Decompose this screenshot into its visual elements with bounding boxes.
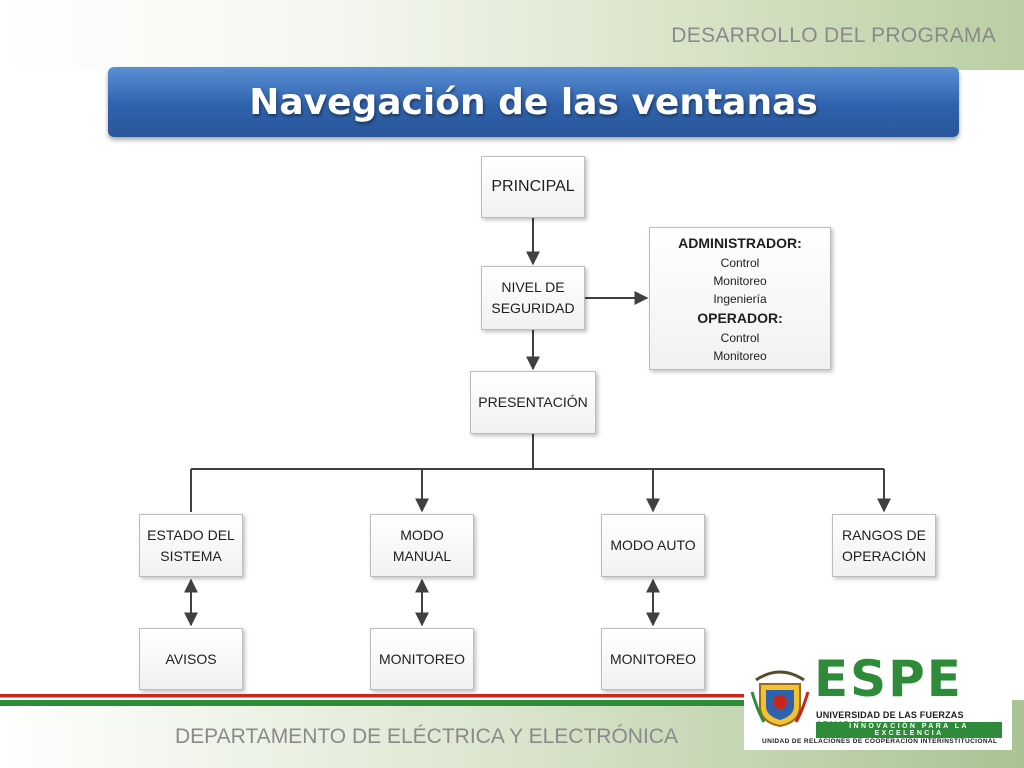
logo-wordmark: ESPE — [814, 650, 963, 708]
node-principal: PRINCIPAL — [481, 156, 585, 218]
admin-heading: ADMINISTRADOR: — [678, 234, 802, 251]
section-label: DESARROLLO DEL PROGRAMA — [671, 24, 996, 47]
operator-item: Control — [720, 330, 760, 345]
page-title: Navegación de las ventanas — [249, 81, 818, 123]
node-nivel-seguridad: NIVEL DE SEGURIDAD — [481, 266, 585, 330]
node-presentacion: PRESENTACIÓN — [470, 371, 596, 434]
node-rangos-operacion: RANGOS DE OPERACIÓN — [832, 514, 936, 577]
admin-item: Monitoreo — [713, 273, 767, 288]
flag-stripe — [0, 694, 745, 706]
node-modo-auto: MODO AUTO — [601, 514, 705, 577]
department-label: DEPARTAMENTO DE ELÉCTRICA Y ELECTRÓNICA — [175, 725, 678, 748]
node-monitoreo-auto: MONITOREO — [601, 628, 705, 690]
admin-item: Ingeniería — [713, 291, 767, 306]
node-roles: ADMINISTRADOR: Control Monitoreo Ingenie… — [649, 227, 831, 370]
logo-unit: UNIDAD DE RELACIONES DE COOPERACIÓN INTE… — [762, 738, 998, 745]
coat-of-arms-icon — [750, 670, 810, 728]
admin-item: Control — [720, 255, 760, 270]
node-avisos: AVISOS — [139, 628, 243, 690]
espe-logo: ESPE UNIVERSIDAD DE LAS FUERZAS ARMADAS … — [744, 652, 1012, 750]
operator-heading: OPERADOR: — [697, 309, 783, 326]
operator-item: Monitoreo — [713, 348, 767, 363]
node-estado-sistema: ESTADO DEL SISTEMA — [139, 514, 243, 577]
node-monitoreo-manual: MONITOREO — [370, 628, 474, 690]
top-header-bar — [0, 0, 1024, 70]
node-modo-manual: MODO MANUAL — [370, 514, 474, 577]
logo-motto: INNOVACIÓN PARA LA EXCELENCIA — [816, 722, 1002, 738]
title-banner: Navegación de las ventanas — [108, 67, 959, 137]
